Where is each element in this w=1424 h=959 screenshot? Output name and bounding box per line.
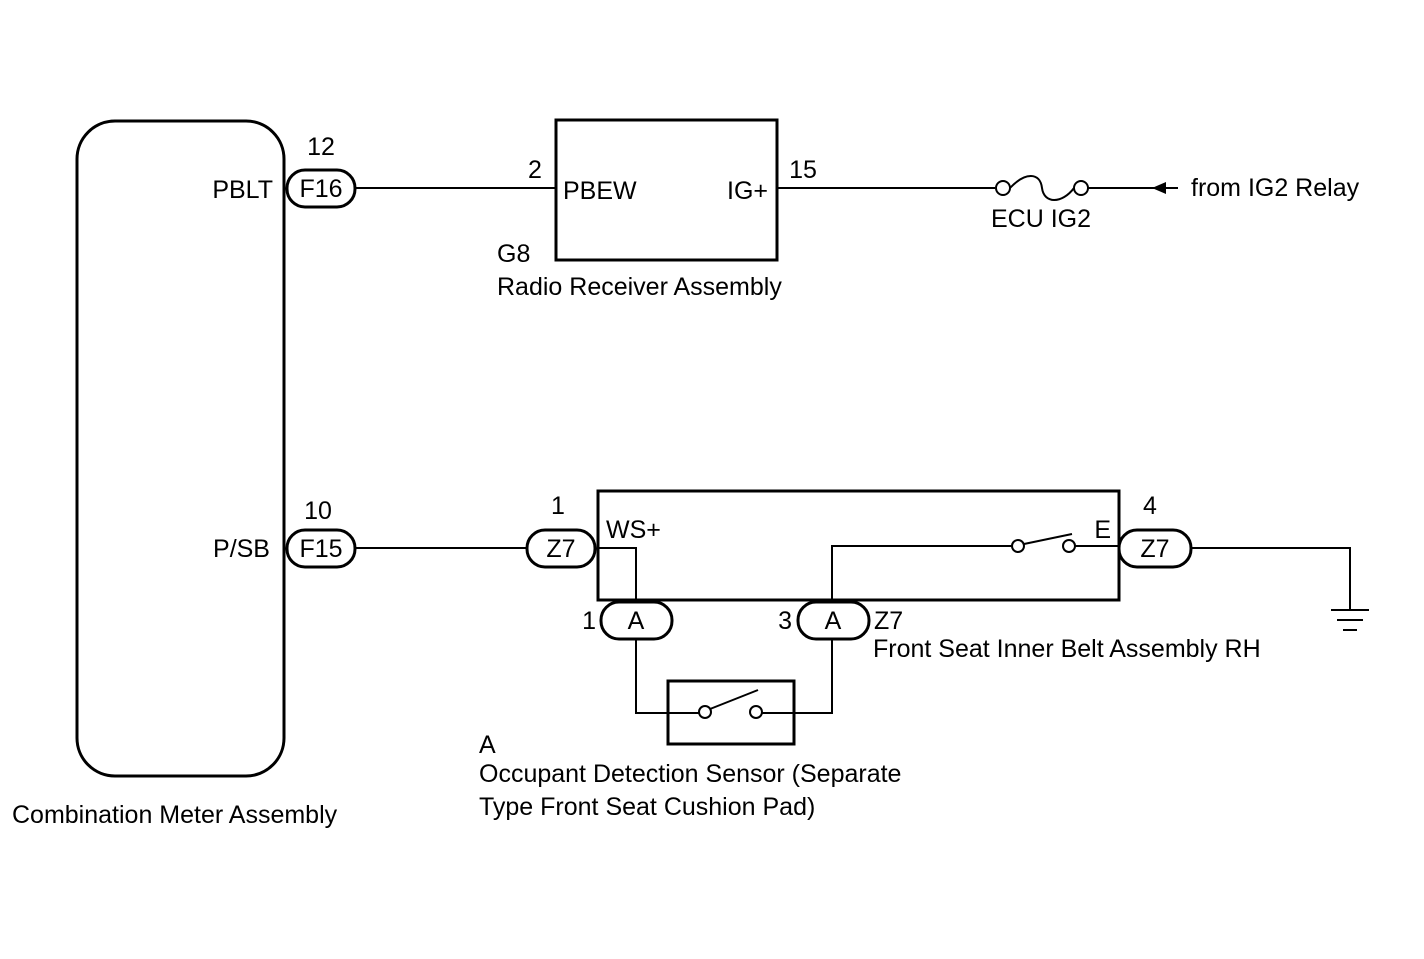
connector-z7-ws-label: Z7 bbox=[546, 535, 575, 563]
sensor-switch-contact-left bbox=[698, 705, 712, 719]
wire-sensor-left bbox=[635, 639, 668, 714]
combination-meter-box bbox=[75, 119, 286, 778]
pin-number-12: 12 bbox=[307, 133, 335, 161]
pin-number-3-a: 3 bbox=[778, 607, 792, 635]
radio-receiver-code: G8 bbox=[497, 240, 530, 268]
pin-number-1-z7: 1 bbox=[551, 492, 565, 520]
wire-ground bbox=[1191, 547, 1351, 610]
fuse-terminal-left bbox=[995, 180, 1011, 196]
terminal-label-ws-plus: WS+ bbox=[606, 516, 661, 544]
terminal-label-e: E bbox=[1094, 516, 1111, 544]
sensor-switch-contact-right bbox=[749, 705, 763, 719]
terminal-label-psb: P/SB bbox=[213, 535, 270, 563]
belt-switch-icon bbox=[1023, 533, 1073, 545]
sensor-switch-icon bbox=[709, 689, 759, 710]
internal-wire-ws bbox=[598, 547, 637, 601]
radio-receiver-label: Radio Receiver Assembly bbox=[497, 273, 782, 301]
terminal-label-pblt: PBLT bbox=[212, 176, 273, 204]
belt-connector-code: Z7 bbox=[874, 607, 903, 635]
connector-f16-label: F16 bbox=[299, 175, 342, 203]
pin-number-2: 2 bbox=[528, 156, 542, 184]
belt-assembly-label: Front Seat Inner Belt Assembly RH bbox=[873, 635, 1261, 663]
fuse-terminal-right bbox=[1073, 180, 1089, 196]
pin-number-10: 10 bbox=[304, 497, 332, 525]
connector-a-pin3-label: A bbox=[825, 607, 842, 635]
terminal-label-pbew: PBEW bbox=[563, 177, 637, 205]
wire-sensor-right bbox=[794, 639, 833, 714]
occupant-sensor-code: A bbox=[479, 731, 496, 759]
pin-number-4: 4 bbox=[1143, 492, 1157, 520]
internal-wire-pin3 bbox=[831, 545, 1012, 601]
connector-z7-e-label: Z7 bbox=[1140, 535, 1169, 563]
fuse-label: ECU IG2 bbox=[991, 205, 1091, 233]
occupant-sensor-label-line2: Type Front Seat Cushion Pad) bbox=[479, 793, 815, 821]
arrow-icon bbox=[1152, 182, 1166, 194]
fuse-icon bbox=[1009, 175, 1075, 201]
power-source-label: from IG2 Relay bbox=[1191, 174, 1360, 202]
connector-a-pin1-label: A bbox=[628, 607, 645, 635]
pin-number-15: 15 bbox=[789, 156, 817, 184]
radio-receiver-box bbox=[554, 118, 779, 262]
pin-number-1-a: 1 bbox=[582, 607, 596, 635]
connector-z7-ws bbox=[525, 528, 597, 569]
combination-meter-label: Combination Meter Assembly bbox=[12, 801, 338, 829]
occupant-sensor-label-line1: Occupant Detection Sensor (Separate bbox=[479, 760, 901, 788]
belt-switch-contact-left bbox=[1011, 539, 1025, 553]
terminal-label-ig-plus: IG+ bbox=[727, 177, 768, 205]
connector-a-pin3 bbox=[796, 600, 871, 641]
connector-f15-label: F15 bbox=[299, 535, 342, 563]
belt-switch-contact-right bbox=[1062, 539, 1076, 553]
